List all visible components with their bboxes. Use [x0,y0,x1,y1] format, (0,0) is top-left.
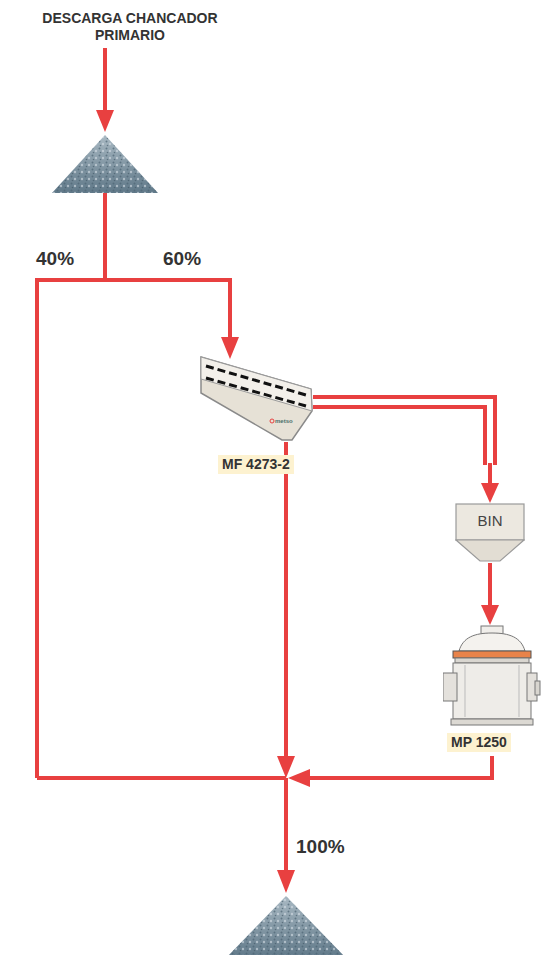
equipment-tag: MF 4273-2 [218,455,294,474]
arrow-head [221,337,239,359]
flow-connector [481,563,499,625]
total-percent: 100% [294,836,347,858]
screen-shape [198,355,313,445]
split-percent: 40% [34,248,76,270]
equipment-tag: MP 1250 [447,733,511,752]
source-label: DESCARGA CHANCADOR PRIMARIO [35,10,225,44]
cone-crusher: MP 1250 [443,625,541,755]
bin-label: BIN [455,512,525,530]
arrow-head [288,769,310,787]
arrow-head [277,870,295,893]
brand-logo: metso [275,418,293,425]
feed-line [103,48,107,112]
surge-bin: BIN [455,503,525,563]
vibrating-screen: metso MF 4273-2 [198,355,313,480]
cone-crusher-drawing [443,625,541,729]
flow-connector [313,402,499,503]
split-percent: 60% [161,248,203,270]
stockpile [52,135,158,193]
arrow-head [277,756,295,778]
arrow-head [96,110,114,132]
stockpile [226,896,346,955]
split-lines [37,193,492,872]
